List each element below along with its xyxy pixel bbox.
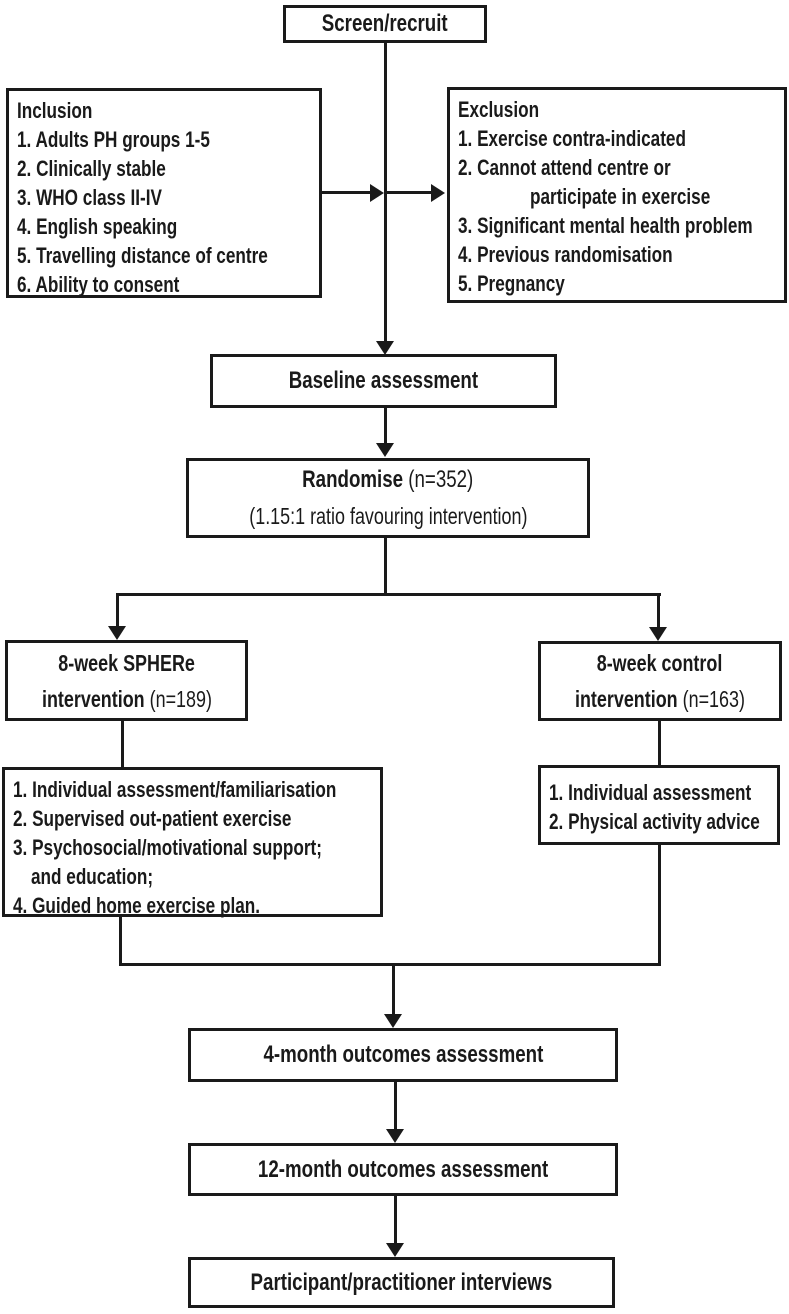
- sphere-component-item: 3. Psychosocial/motivational support;: [13, 835, 322, 860]
- randomise-title: Randomise (n=352): [302, 466, 474, 493]
- sphere-component-item-continuation: and education;: [31, 864, 154, 889]
- inclusion-title: Inclusion: [17, 98, 93, 123]
- exclusion-item: 3. Significant mental health problem: [458, 213, 753, 238]
- connector-split-right-drop: [657, 593, 660, 628]
- inclusion-criteria-box: Inclusion 1. Adults PH groups 1-5 2. Cli…: [6, 88, 322, 298]
- control-intervention-box: 8-week control intervention (n=163): [538, 641, 782, 721]
- four-month-outcomes-label: 4-month outcomes assessment: [263, 1041, 543, 1068]
- control-components-box: 1. Individual assessment 2. Physical act…: [538, 765, 780, 845]
- connector-merge-horizontal: [119, 963, 661, 966]
- arrowhead-into-control-arm: [649, 627, 667, 641]
- arrowhead-into-interviews: [386, 1243, 404, 1257]
- connector-centre-to-exclusion: [387, 191, 432, 194]
- four-month-outcomes-box: 4-month outcomes assessment: [188, 1028, 618, 1082]
- control-arm-line1: 8-week control: [597, 650, 723, 676]
- sphere-component-item: 2. Supervised out-patient exercise: [13, 806, 292, 831]
- connector-split-horizontal: [116, 593, 661, 596]
- connector-screen-to-baseline: [384, 43, 387, 341]
- exclusion-item-continuation: participate in exercise: [530, 184, 711, 209]
- inclusion-item: 6. Ability to consent: [17, 272, 180, 297]
- arrowhead-into-four-month: [384, 1014, 402, 1028]
- control-component-item: 1. Individual assessment: [549, 780, 752, 805]
- arrowhead-into-twelve-month: [386, 1129, 404, 1143]
- connector-control-components-down: [658, 845, 661, 966]
- screen-recruit-box: Screen/recruit: [283, 5, 487, 43]
- baseline-assessment-label: Baseline assessment: [288, 367, 479, 394]
- exclusion-item: 5. Pregnancy: [458, 271, 565, 296]
- arrowhead-into-randomise: [376, 443, 394, 457]
- connector-split-left-drop: [116, 593, 119, 627]
- sphere-arm-line1: 8-week SPHERe: [58, 649, 195, 676]
- exclusion-criteria-box: Exclusion 1. Exercise contra-indicated 2…: [447, 87, 787, 303]
- arrowhead-into-baseline: [376, 341, 394, 355]
- baseline-assessment-box: Baseline assessment: [210, 354, 557, 408]
- arrowhead-into-sphere-arm: [108, 626, 126, 640]
- control-arm-line2: intervention (n=163): [575, 686, 745, 712]
- screen-recruit-label: Screen/recruit: [322, 10, 448, 37]
- randomise-box: Randomise (n=352) (1.15:1 ratio favourin…: [186, 458, 590, 538]
- control-component-item: 2. Physical activity advice: [549, 809, 760, 834]
- inclusion-item: 2. Clinically stable: [17, 156, 166, 181]
- sphere-arm-line2: intervention (n=189): [41, 685, 212, 712]
- inclusion-item: 4. English speaking: [17, 214, 178, 239]
- sphere-intervention-box: 8-week SPHERe intervention (n=189): [5, 640, 248, 721]
- sphere-component-item: 4. Guided home exercise plan.: [13, 893, 261, 918]
- inclusion-item: 3. WHO class II-IV: [17, 185, 162, 210]
- randomise-ratio-note: (1.15:1 ratio favouring intervention): [248, 503, 528, 529]
- connector-inclusion-to-centre: [322, 191, 371, 194]
- exclusion-title: Exclusion: [458, 97, 540, 122]
- twelve-month-outcomes-label: 12-month outcomes assessment: [257, 1155, 549, 1183]
- interviews-box: Participant/practitioner interviews: [188, 1257, 615, 1308]
- connector-randomise-split-stem: [384, 538, 387, 596]
- connector-merge-to-four-month: [392, 966, 395, 1015]
- exclusion-item: 1. Exercise contra-indicated: [458, 126, 686, 151]
- connector-sphere-components-down: [119, 917, 122, 966]
- twelve-month-outcomes-box: 12-month outcomes assessment: [188, 1143, 618, 1196]
- sphere-component-item: 1. Individual assessment/familiarisation: [13, 777, 337, 802]
- exclusion-item: 2. Cannot attend centre or: [458, 155, 671, 180]
- arrowhead-inclusion-to-centre: [370, 184, 384, 202]
- inclusion-item: 5. Travelling distance of centre: [17, 243, 268, 268]
- exclusion-item: 4. Previous randomisation: [458, 242, 673, 267]
- connector-sphere-arm-to-components: [121, 721, 124, 767]
- sphere-components-box: 1. Individual assessment/familiarisation…: [2, 767, 383, 918]
- interviews-label: Participant/practitioner interviews: [250, 1268, 553, 1296]
- connector-twelve-month-to-interviews: [394, 1196, 397, 1244]
- arrowhead-into-exclusion: [431, 184, 445, 202]
- connector-four-to-twelve-month: [394, 1082, 397, 1129]
- inclusion-item: 1. Adults PH groups 1-5: [17, 127, 210, 152]
- connector-control-arm-to-components: [658, 721, 661, 765]
- connector-baseline-to-randomise: [384, 408, 387, 443]
